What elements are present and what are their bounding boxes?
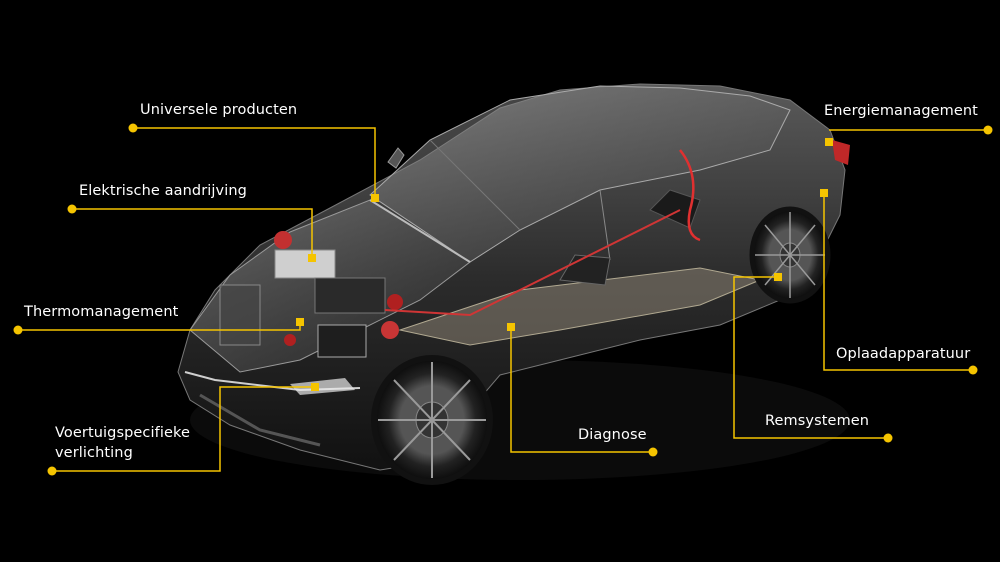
- motor-unit: [274, 249, 336, 279]
- marker-dot-elektrische: [67, 204, 77, 214]
- front-wheel: [371, 355, 493, 485]
- label-thermomanagement[interactable]: Thermomanagement: [24, 304, 179, 320]
- rear-light: [832, 140, 850, 165]
- label-elektrische-aandrijving[interactable]: Elektrische aandrijving: [79, 183, 247, 199]
- marker-dot-energie: [983, 125, 993, 135]
- marker-square-thermo: [296, 318, 304, 326]
- label-voertuig-line1: Voertuigspecifieke: [55, 425, 190, 441]
- callout-lines: [18, 127, 988, 472]
- battery-box: [317, 324, 367, 358]
- marker-square-oplaad: [820, 189, 828, 197]
- headlight: [290, 378, 355, 395]
- label-voertuig-line2: verlichting: [55, 445, 133, 461]
- marker-square-energie: [825, 138, 833, 146]
- marker-dot-oplaad: [968, 365, 978, 375]
- car-illustration: [177, 83, 850, 485]
- marker-square-rem: [774, 273, 782, 281]
- marker-dot-thermo: [13, 325, 23, 335]
- marker-dot-universele: [128, 123, 138, 133]
- marker-square-elektrische: [308, 254, 316, 262]
- label-voertuigspecifieke-verlichting[interactable]: Voertuigspecifieke verlichting: [55, 423, 190, 463]
- marker-square-diagnose: [507, 323, 515, 331]
- label-oplaadapparatuur[interactable]: Oplaadapparatuur: [836, 346, 971, 362]
- marker-square-universele: [371, 194, 379, 202]
- callout-markers: [13, 123, 993, 476]
- label-energiemanagement[interactable]: Energiemanagement: [824, 103, 978, 119]
- label-universele-producten[interactable]: Universele producten: [140, 102, 298, 118]
- marker-dot-voertuig: [47, 466, 57, 476]
- marker-dot-rem: [883, 433, 893, 443]
- marker-dot-diagnose: [648, 447, 658, 457]
- rear-wheel: [749, 206, 831, 304]
- label-remsystemen[interactable]: Remsystemen: [765, 413, 870, 429]
- marker-square-voertuig: [311, 383, 319, 391]
- battery-floor: [398, 267, 762, 346]
- label-diagnose[interactable]: Diagnose: [578, 427, 647, 443]
